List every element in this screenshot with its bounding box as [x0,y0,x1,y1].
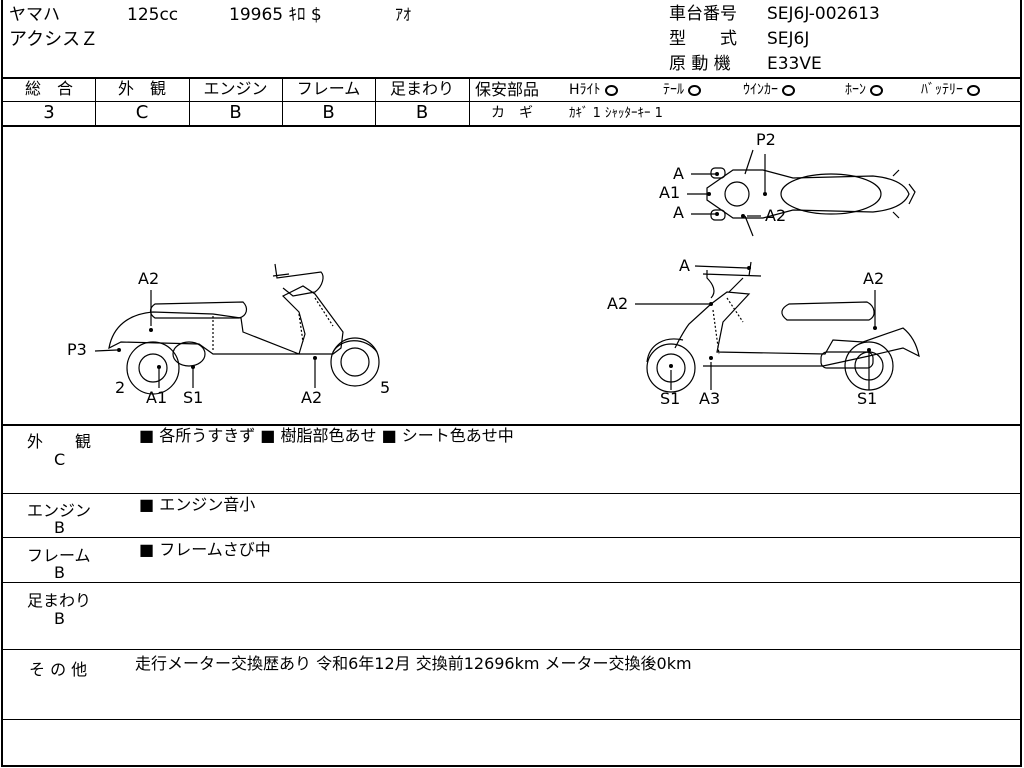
divider [3,493,1022,494]
label-2: 2 [115,378,126,397]
displacement: 125cc [127,5,179,25]
divider [3,125,1022,127]
safety-item-tail: ﾃｰﾙ [663,83,701,97]
remark-exterior-grade: C [54,450,66,469]
grade-exterior-label: 外 観 [117,79,166,98]
label-a3: A3 [699,389,721,408]
label-p3: P3 [67,340,87,359]
ok-circle-icon [604,85,618,96]
grade-engine-value: B [229,102,242,123]
scooter-right-view [635,261,920,393]
maker: ヤマハ [9,5,60,25]
divider [282,78,283,125]
safety-item-winker: ｳｲﾝｶｰ [743,83,795,97]
engine-label: 原 動 機 [669,54,731,74]
label-a2: A2 [138,269,160,288]
grade-suspension-label: 足まわり [389,79,454,98]
remark-frame-text: ■ フレームさび中 [139,540,271,559]
divider [469,101,1022,102]
divider [3,582,1022,583]
remark-other-label: そ の 他 [29,660,88,679]
remark-engine-text: ■ エンジン音小 [139,495,256,514]
remark-engine-grade: B [54,518,65,537]
label-a: A [679,256,690,275]
ok-circle-icon [870,85,883,96]
divider [3,101,469,102]
ok-circle-icon [688,85,701,96]
label-s1: S1 [660,389,681,408]
divider [3,719,1022,720]
type-value: SEJ6J [767,29,810,49]
label-a1: A1 [659,183,681,202]
divider [3,424,1022,426]
ok-circle-icon [967,85,980,96]
label-p2: P2 [756,130,776,149]
divider [189,78,190,125]
color: ｱｵ [395,5,412,24]
remark-frame-grade: B [54,563,65,582]
divider [469,78,470,125]
grade-frame-value: B [322,102,335,123]
remark-engine-label: エンジン [27,501,92,520]
safety-item-battery: ﾊﾞｯﾃﾘｰ [921,83,980,97]
scooter-left-view [94,263,380,395]
scooter-damage-diagram [94,149,920,395]
safety-item-headlight: Hﾗｲﾄ [569,83,618,97]
divider [95,78,96,125]
safety-item-horn: ﾎｰﾝ [845,83,883,97]
label-a2: A2 [607,294,629,313]
label-a: A [673,164,684,183]
remark-exterior-label: 外 観 [27,432,92,451]
keys-label: カ ギ [491,105,533,121]
frame-no-label: 車台番号 [669,4,737,24]
label-a2: A2 [765,206,787,225]
engine-value: E33VE [767,54,822,74]
grade-engine-label: エンジン [203,79,268,98]
label-s1: S1 [857,389,878,408]
mileage: 19965 ｷﾛ $ [229,5,322,25]
label-s1: S1 [183,388,204,407]
label-a: A [673,203,684,222]
frame-no: SEJ6J-002613 [767,4,880,24]
remark-suspension-grade: B [54,609,65,628]
label-a2: A2 [863,269,885,288]
label-a2: A2 [301,388,323,407]
grade-frame-label: フレーム [296,79,361,98]
grade-overall-label: 総 合 [24,79,73,98]
divider [375,78,376,125]
divider [3,537,1022,538]
remark-frame-label: フレーム [27,546,91,565]
divider [3,649,1022,650]
scooter-top-view [687,149,916,237]
divider [3,77,1022,79]
model-name: アクシスＺ [9,29,99,50]
remark-suspension-label: 足まわり [27,591,92,610]
label-5: 5 [380,378,391,397]
ok-circle-icon [782,85,795,96]
grade-overall-value: 3 [43,102,55,123]
grade-suspension-value: B [415,102,429,123]
grade-exterior-value: C [135,102,149,123]
remark-other-text: 走行メーター交換歴あり 令和6年12月 交換前12696km メーター交換後0k… [135,654,692,673]
safety-label: 保安部品 [475,80,540,99]
keys-value: ｶｷﾞ 1 ｼｬｯﾀｰｷｰ 1 [569,106,663,121]
remark-exterior-text: ■ 各所うすきず ■ 樹脂部色あせ ■ シート色あせ中 [139,426,514,445]
type-label: 型 式 [669,29,737,49]
label-a1: A1 [146,388,168,407]
